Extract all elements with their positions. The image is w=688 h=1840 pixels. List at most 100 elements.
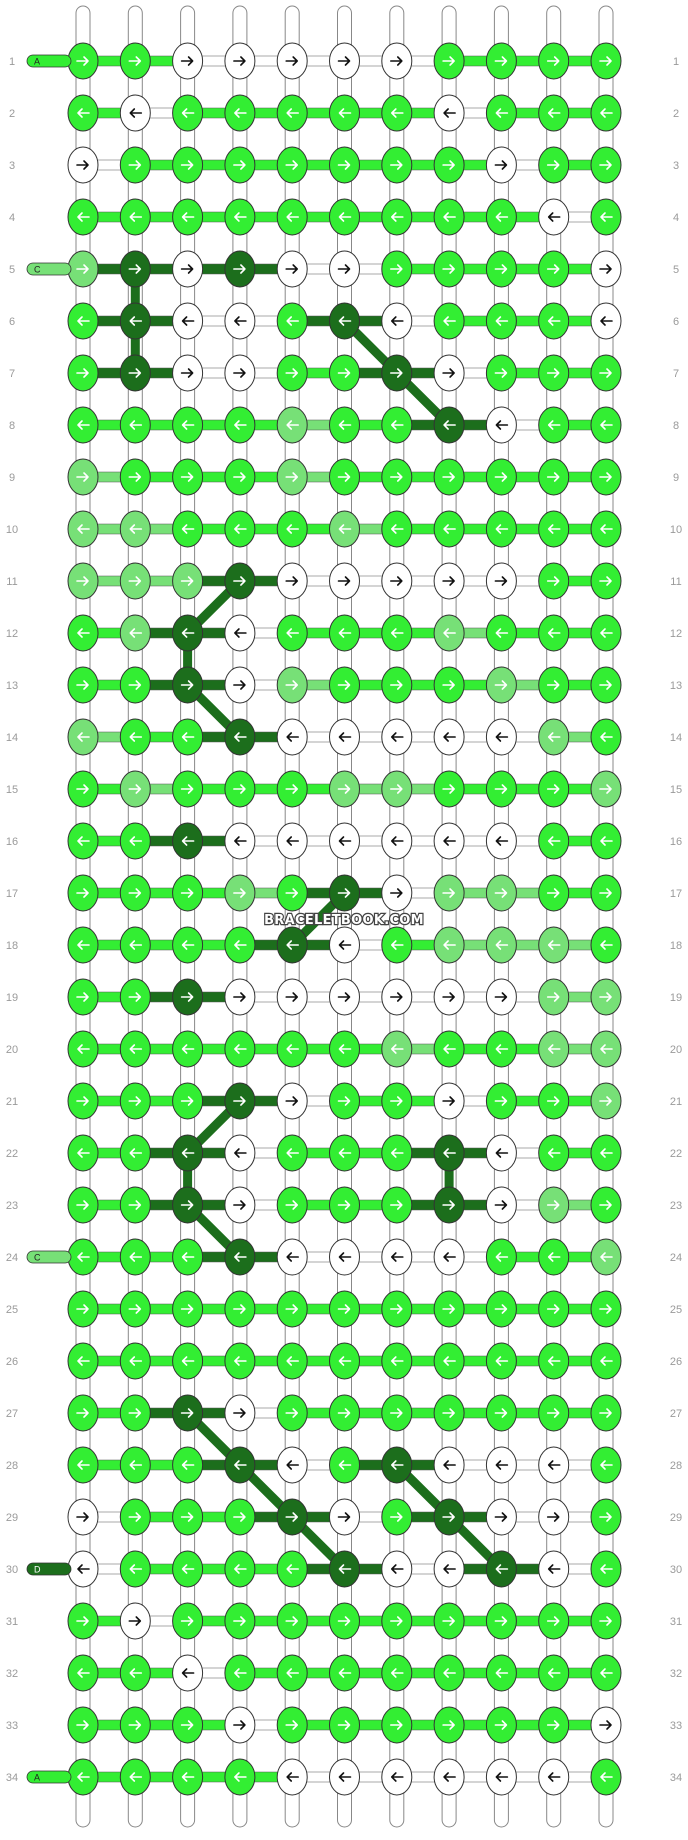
- arrow-right-icon: [546, 56, 560, 66]
- knot: [329, 1082, 360, 1120]
- arrow-left-icon: [495, 524, 509, 534]
- arrow-left-icon: [600, 420, 613, 430]
- row-number-right: 7: [673, 368, 679, 380]
- knot: [381, 1758, 413, 1796]
- arrow-right-icon: [390, 160, 403, 170]
- arrow-right-icon: [128, 368, 142, 378]
- knot: [119, 406, 151, 444]
- knot: [67, 926, 99, 964]
- row-number-left: 8: [9, 420, 15, 432]
- knot: [381, 1602, 413, 1640]
- arrow-right-icon: [128, 56, 142, 66]
- knot: [329, 146, 360, 184]
- arrow-left-icon: [181, 732, 195, 742]
- arrow-right-icon: [285, 264, 298, 274]
- knot: [67, 94, 99, 132]
- arrow-right-icon: [285, 784, 298, 794]
- knot: [538, 406, 570, 444]
- knot: [485, 1290, 517, 1328]
- knot: [329, 406, 360, 444]
- arrow-left-icon: [495, 732, 509, 742]
- color-tab: A: [26, 1770, 72, 1784]
- arrow-left-icon: [547, 1356, 561, 1366]
- knot: [538, 510, 570, 548]
- arrow-left-icon: [129, 1460, 143, 1470]
- knot: [433, 1602, 465, 1640]
- knot: [119, 510, 151, 548]
- arrow-right-icon: [128, 992, 142, 1002]
- knot: [67, 1238, 99, 1276]
- arrow-right-icon: [599, 1200, 612, 1210]
- arrow-left-icon: [600, 524, 613, 534]
- knot: [224, 562, 256, 600]
- arrow-right-icon: [546, 576, 560, 586]
- knot: [329, 978, 360, 1016]
- knot: [224, 614, 256, 652]
- row-number-right: 30: [670, 1564, 682, 1576]
- arrow-right-icon: [599, 264, 612, 274]
- arrow-left-icon: [234, 836, 247, 846]
- arrow-right-icon: [390, 368, 403, 378]
- knot: [381, 1498, 413, 1536]
- arrow-right-icon: [337, 1512, 351, 1522]
- arrow-right-icon: [180, 1304, 194, 1314]
- arrow-right-icon: [285, 472, 298, 482]
- arrow-left-icon: [234, 1668, 247, 1678]
- arrow-left-icon: [443, 628, 456, 638]
- arrow-right-icon: [442, 1720, 455, 1730]
- arrow-left-icon: [547, 1564, 561, 1574]
- knot: [67, 42, 99, 80]
- knot: [224, 458, 256, 496]
- arrow-right-icon: [599, 784, 612, 794]
- knot: [381, 1082, 413, 1120]
- knot: [433, 302, 465, 340]
- knot: [276, 978, 308, 1016]
- knot: [172, 926, 204, 964]
- color-tab-label: D: [34, 1565, 41, 1575]
- knot: [119, 822, 151, 860]
- arrow-left-icon: [286, 1148, 299, 1158]
- arrow-left-icon: [547, 1772, 561, 1782]
- knot: [224, 1030, 256, 1068]
- arrow-left-icon: [286, 940, 299, 950]
- color-tab: C: [26, 1250, 72, 1264]
- knot: [590, 1134, 622, 1172]
- knot: [67, 354, 99, 392]
- row-number-right: 12: [670, 628, 682, 640]
- knot: [538, 1082, 570, 1120]
- arrow-left-icon: [129, 420, 143, 430]
- row-number-left: 9: [9, 472, 15, 484]
- arrow-right-icon: [546, 1616, 560, 1626]
- knot: [381, 1550, 413, 1588]
- arrow-left-icon: [338, 1252, 352, 1262]
- knot: [276, 1238, 308, 1276]
- arrow-right-icon: [442, 472, 455, 482]
- knot: [590, 1550, 622, 1588]
- knot: [224, 1290, 256, 1328]
- row-number-left: 13: [6, 680, 18, 692]
- knot: [276, 510, 308, 548]
- knot: [590, 666, 622, 704]
- arrow-left-icon: [443, 836, 456, 846]
- knot: [172, 458, 204, 496]
- knot: [276, 198, 308, 236]
- arrow-right-icon: [546, 992, 560, 1002]
- knot: [276, 926, 308, 964]
- arrow-left-icon: [495, 1564, 509, 1574]
- knot: [172, 94, 204, 132]
- arrow-left-icon: [443, 1044, 456, 1054]
- arrow-left-icon: [181, 212, 195, 222]
- row-number-right: 31: [670, 1616, 682, 1628]
- arrow-left-icon: [181, 1252, 195, 1262]
- arrow-right-icon: [442, 264, 455, 274]
- arrow-left-icon: [600, 1668, 613, 1678]
- arrow-right-icon: [390, 1616, 403, 1626]
- knot: [172, 1030, 204, 1068]
- knot: [433, 874, 465, 912]
- knot: [485, 1706, 517, 1744]
- arrow-left-icon: [391, 1564, 404, 1574]
- arrow-left-icon: [129, 732, 143, 742]
- arrow-right-icon: [180, 1616, 194, 1626]
- arrow-right-icon: [494, 1096, 508, 1106]
- knot: [433, 1550, 465, 1588]
